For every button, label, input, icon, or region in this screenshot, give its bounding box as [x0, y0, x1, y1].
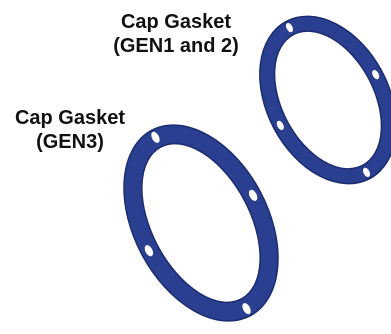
- label-cap-gasket-gen12: Cap Gasket (GEN1 and 2): [86, 10, 266, 58]
- gasket-gen3-hole-top: [151, 131, 160, 143]
- label-gen3-line2: (GEN3): [36, 131, 104, 153]
- gasket-gen12-hole-right: [372, 70, 380, 80]
- gasket-gen3-hole-bottom: [242, 303, 251, 315]
- gasket-gen3-ring: [123, 124, 279, 322]
- gasket-gen12-hole-bottom: [362, 167, 371, 178]
- gasket-gen12-hole-left: [276, 120, 284, 130]
- gasket-gen12: [259, 15, 391, 185]
- gasket-gen3-hole-left: [144, 245, 154, 257]
- label-cap-gasket-gen3: Cap Gasket (GEN3): [0, 106, 140, 154]
- label-gen12-line1: Cap Gasket: [120, 11, 232, 33]
- label-gen12-line2: (GEN1 and 2): [113, 35, 239, 57]
- gasket-gen12-hole-top: [285, 22, 294, 33]
- gasket-gen12-ring: [259, 15, 391, 185]
- gasket-gen3-hole-right: [248, 189, 258, 201]
- gasket-gen3: [123, 124, 279, 322]
- label-gen3-line1: Cap Gasket: [14, 107, 126, 129]
